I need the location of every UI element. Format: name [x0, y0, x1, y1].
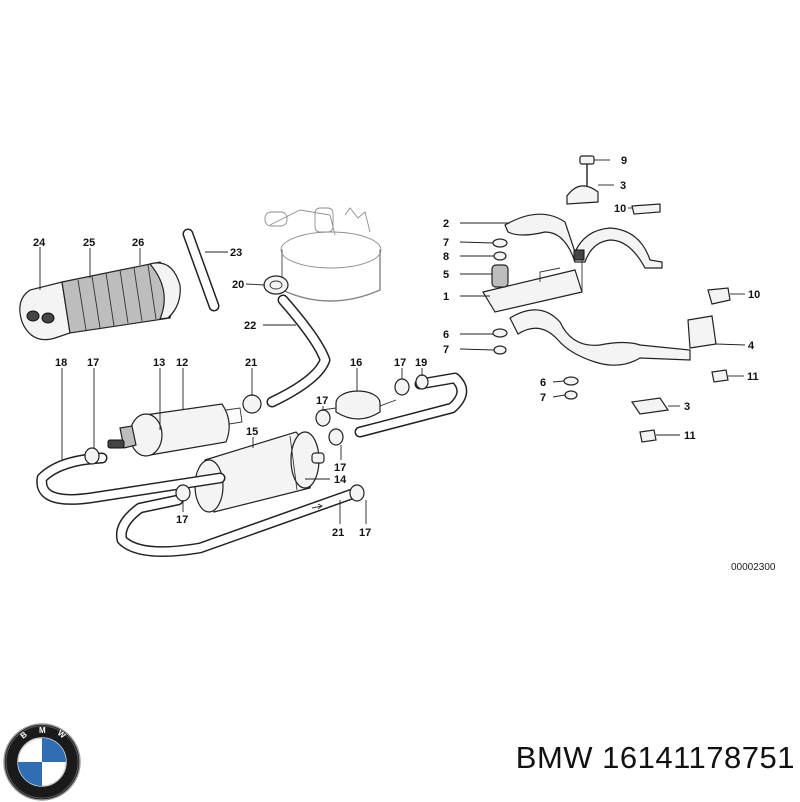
clamp-21-top-drawing: [263, 275, 289, 295]
label-20: 21: [332, 527, 344, 539]
label-19: 19: [415, 357, 427, 369]
label-5: 5: [443, 269, 449, 281]
label-18: 18: [55, 357, 67, 369]
label-23: 23: [230, 247, 242, 259]
label-17-f: 17: [359, 527, 371, 539]
label-6-b: 6: [540, 377, 546, 389]
label-15: 15: [246, 426, 258, 438]
label-10-top: 10: [614, 203, 626, 215]
label-21-top: 20: [232, 279, 244, 291]
pump-sleeve-drawing: [19, 261, 181, 341]
filter-housing-drawing: [264, 207, 382, 302]
label-13: 13: [153, 357, 165, 369]
label-17-e: 17: [176, 514, 188, 526]
svg-text:W: W: [56, 728, 68, 740]
label-2: 2: [443, 218, 449, 230]
label-17-c: 17: [316, 395, 328, 407]
label-21-mid: 21: [245, 357, 257, 369]
leader-lines: [39, 159, 746, 524]
label-3-top: 3: [620, 180, 626, 192]
label-11-b: 11: [684, 430, 696, 442]
label-11-a: 11: [747, 371, 759, 383]
part-labels: 24 25 26 23 20 22 18 17 13 12 21 16 17 1…: [33, 155, 776, 573]
label-14: 14: [334, 474, 347, 486]
fuel-filter-drawing: [189, 431, 325, 513]
label-7-b: 7: [443, 344, 449, 356]
label-24: 24: [33, 237, 46, 249]
label-3-bottom: 3: [684, 401, 690, 413]
label-4: 4: [748, 340, 755, 352]
label-25: 25: [83, 237, 95, 249]
label-1: 1: [443, 291, 449, 303]
label-12: 12: [176, 357, 188, 369]
label-6-a: 6: [443, 329, 449, 341]
label-10-right: 10: [748, 289, 760, 301]
label-7-a: 7: [443, 237, 449, 249]
part-caption: BMW 16141178751: [515, 740, 795, 775]
pressure-regulator-drawing: [321, 390, 397, 420]
fuel-pump-drawing: [107, 403, 243, 457]
bmw-logo: B M W: [3, 723, 81, 801]
label-16: 16: [350, 357, 362, 369]
label-26: 26: [132, 237, 144, 249]
label-17-a: 17: [87, 357, 99, 369]
label-22: 22: [244, 320, 256, 332]
label-9: 9: [621, 155, 627, 167]
bracket-assembly-drawing: [482, 155, 731, 443]
diagram-reference-code: 00002300: [731, 562, 776, 573]
label-17-d: 17: [334, 462, 346, 474]
label-17-b: 17: [394, 357, 406, 369]
label-7-c: 7: [540, 392, 546, 404]
svg-text:M: M: [39, 726, 46, 735]
label-8: 8: [443, 251, 449, 263]
svg-text:B: B: [19, 730, 29, 741]
